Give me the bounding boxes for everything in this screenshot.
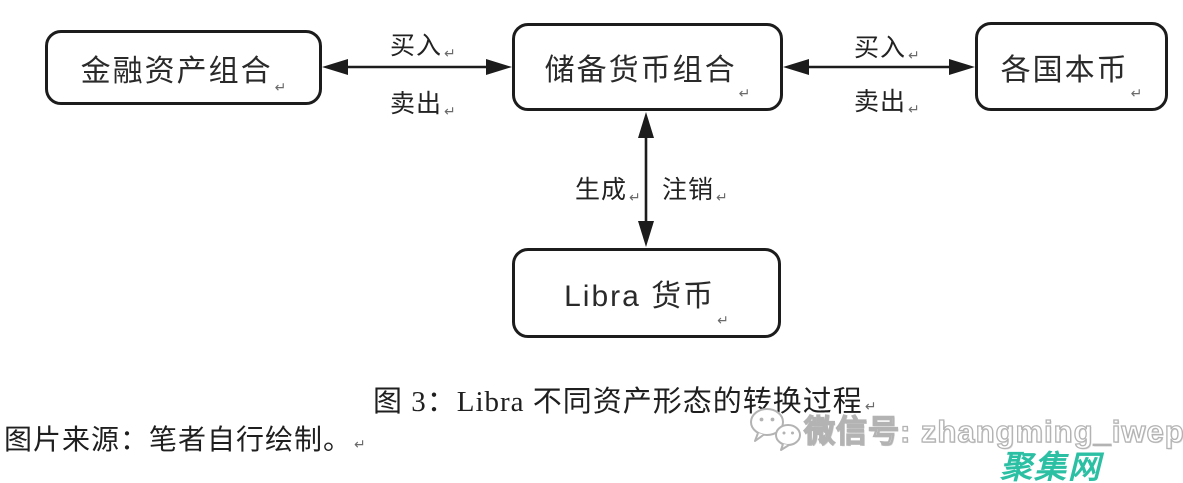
- node-local-currencies: 各国本币 ↵: [975, 22, 1168, 111]
- return-mark: ↵: [354, 437, 366, 453]
- edge-label-buy-right: 买入↵: [854, 28, 920, 64]
- edge-label-destroy-text: 注销: [662, 177, 715, 204]
- node-libra-currency-label: Libra 货币: [564, 280, 716, 313]
- return-mark: ↵: [716, 190, 728, 206]
- edge-label-sell-right-text: 卖出: [854, 89, 907, 116]
- return-mark: ↵: [1130, 86, 1143, 102]
- edge-label-buy-left: 买入↵: [390, 26, 456, 62]
- edge-label-sell-left-text: 卖出: [390, 91, 443, 118]
- edge-label-sell-left: 卖出↵: [390, 84, 456, 120]
- edge-label-generate: 生成↵: [575, 170, 641, 206]
- return-mark: ↵: [444, 104, 456, 120]
- edge-label-destroy: 注销↵: [662, 170, 728, 206]
- return-mark: ↵: [738, 86, 751, 102]
- return-mark: ↵: [864, 399, 877, 415]
- edge-label-sell-right: 卖出↵: [854, 82, 920, 118]
- return-mark: ↵: [908, 102, 920, 118]
- return-mark: ↵: [908, 48, 920, 64]
- edge-label-generate-text: 生成: [575, 177, 628, 204]
- return-mark: ↵: [629, 190, 641, 206]
- return-mark: ↵: [717, 313, 729, 329]
- edge-label-buy-left-text: 买入: [390, 33, 443, 60]
- site-logo-watermark: 聚集网: [1000, 449, 1103, 483]
- figure-caption-text: 图 3：Libra 不同资产形态的转换过程: [373, 386, 863, 418]
- node-financial-assets-label: 金融资产组合: [80, 54, 273, 88]
- node-reserve-currency: 储备货币组合 ↵: [512, 23, 783, 111]
- image-source-note: 图片来源：笔者自行绘制。↵: [4, 418, 366, 458]
- return-mark: ↵: [274, 80, 287, 96]
- wechat-icon: [750, 408, 801, 451]
- node-libra-currency: Libra 货币 ↵: [512, 248, 781, 338]
- node-financial-assets: 金融资产组合 ↵: [45, 30, 322, 105]
- wechat-id-watermark: 微信号: zhangming_iwep: [803, 413, 1183, 449]
- node-local-currencies-label: 各国本币: [1000, 53, 1129, 87]
- return-mark: ↵: [444, 46, 456, 62]
- image-source-note-text: 图片来源：笔者自行绘制。: [4, 425, 353, 456]
- edge-label-buy-right-text: 买入: [854, 35, 907, 62]
- figure-caption: 图 3：Libra 不同资产形态的转换过程↵: [373, 378, 877, 420]
- node-reserve-currency-label: 储备货币组合: [544, 54, 737, 87]
